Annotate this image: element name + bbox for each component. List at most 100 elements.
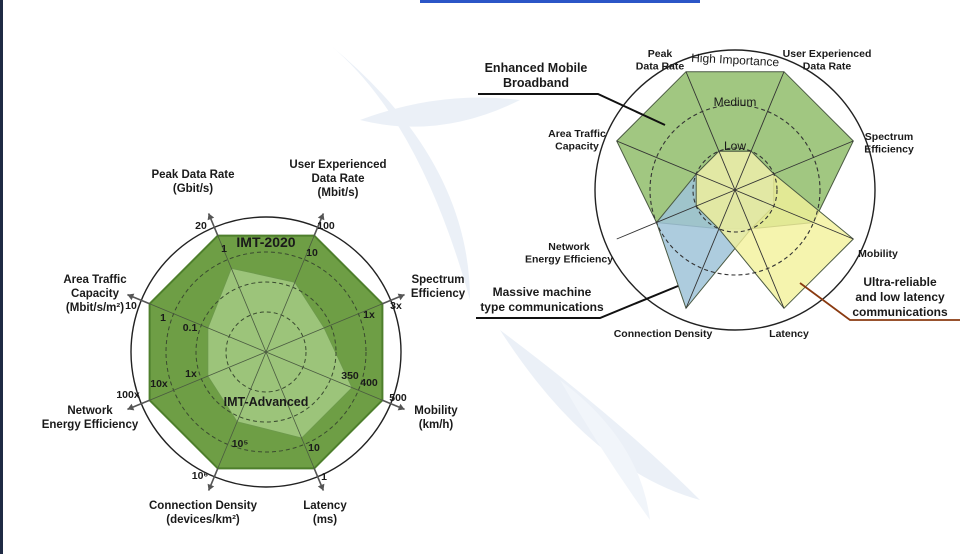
tick-label: 1 (321, 471, 327, 483)
tick-label: 1x (185, 368, 197, 380)
axis-arrow-head (317, 483, 325, 491)
tick-label: 1 (160, 312, 166, 324)
axis-label-mobility: Mobility (414, 405, 458, 417)
axis-label-area: Area Traffic (548, 128, 606, 140)
tick-label: 1x (363, 309, 375, 321)
axis-arrow-head (397, 293, 405, 301)
tick-label: 500 (389, 392, 407, 404)
spoke-line (217, 235, 267, 353)
tick-label: 10 (308, 442, 320, 454)
axis-label-density: (devices/km²) (166, 514, 240, 526)
axis-label-spectrum: Spectrum (411, 274, 464, 286)
scenario-label-urllc: communications (852, 305, 948, 319)
tick-label: 10⁶ (192, 470, 209, 482)
axis-label-peak: Peak (648, 48, 673, 60)
tick-label: 350 (341, 370, 359, 382)
axis-label-area: (Mbit/s/m²) (66, 302, 124, 314)
axis-label-energy: Energy Efficiency (42, 419, 139, 431)
axis-arrow-head (397, 403, 405, 411)
outer-circle (594, 49, 876, 331)
spoke-line (265, 351, 315, 469)
axis-label-user: User Experienced (289, 159, 386, 171)
spoke-line (265, 235, 315, 353)
leader-line-embb (478, 93, 666, 126)
axis-label-peak: (Gbit/s) (173, 183, 213, 195)
tick-label: 10x (150, 378, 168, 390)
axis-label-spectrum: Spectrum (865, 131, 913, 143)
spoke-line (734, 189, 785, 309)
axis-arrow-head (207, 213, 215, 221)
spoke-line (685, 71, 736, 191)
importance-ring (649, 104, 821, 276)
scenario-label-embb: Enhanced Mobile (485, 61, 588, 75)
imt2020-label: IMT-2020 (236, 234, 295, 250)
top-accent-bar (420, 0, 700, 3)
scenario-label-mmtc: type communications (480, 300, 604, 314)
axis-label-area: Capacity (71, 288, 120, 300)
spoke-line (149, 351, 267, 401)
axis-arrow-head (127, 403, 135, 411)
axis-label-spectrum: Efficiency (411, 288, 466, 300)
leader-line-mmtc (476, 285, 679, 319)
left-edge-bar (0, 0, 3, 554)
ring-label-low: Low (724, 139, 746, 153)
tick-label: 1 (221, 243, 227, 255)
dashed-ring (165, 251, 367, 453)
tick-label: 20 (195, 220, 207, 232)
ring-label-high: High Importance (691, 51, 780, 70)
axis-label-user: Data Rate (803, 61, 852, 73)
watermark-swoosh (330, 45, 700, 520)
spoke-line (616, 189, 736, 240)
axis-label-peak: Data Rate (636, 61, 685, 73)
ring-label-medium: Medium (714, 95, 757, 109)
imt-advanced-label: IMT-Advanced (224, 395, 309, 409)
outer-circle (130, 216, 402, 488)
scenario-label-urllc: and low latency (855, 290, 945, 304)
axis-label-energy: Network (548, 241, 590, 253)
axis-label-peak: Peak Data Rate (151, 169, 234, 181)
scenario-label-mmtc: Massive machine (493, 285, 592, 299)
scenario-label-embb: Broadband (503, 76, 569, 90)
tick-label: 3x (390, 300, 402, 312)
spoke-line (616, 140, 736, 191)
axis-label-user: User Experienced (783, 48, 872, 60)
tick-label: 0.1 (183, 322, 198, 334)
axis-label-energy: Energy Efficiency (525, 254, 613, 266)
axis-arrow-head (127, 293, 135, 301)
spoke-line (265, 303, 383, 353)
axis-label-density: Connection Density (614, 328, 713, 340)
tick-label: 10⁵ (232, 438, 249, 450)
axis-arrow-head (317, 213, 325, 221)
tick-label: 400 (360, 377, 378, 389)
axis-label-area: Capacity (555, 141, 599, 153)
axis-label-latency: Latency (769, 328, 809, 340)
axis-label-user: (Mbit/s) (318, 187, 359, 199)
spoke-line (685, 189, 736, 309)
spoke-line (734, 189, 854, 240)
axis-label-mobility: Mobility (858, 248, 898, 260)
axis-label-spectrum: Efficiency (864, 144, 914, 156)
axis-arrow-head (207, 483, 215, 491)
tick-label: 100x (116, 389, 140, 401)
axis-label-mobility: (km/h) (419, 419, 454, 431)
leader-line-urllc (799, 282, 960, 321)
axis-label-user: Data Rate (311, 173, 364, 185)
tick-label: 10 (306, 247, 318, 259)
spoke-line (217, 351, 267, 469)
axis-label-density: Connection Density (149, 500, 258, 512)
spoke-line (734, 71, 785, 191)
importance-ring (692, 147, 778, 233)
axis-label-latency: (ms) (313, 514, 337, 526)
spoke-line (149, 303, 267, 353)
scenario-label-urllc: Ultra-reliable (863, 275, 937, 289)
axis-label-energy: Network (67, 405, 113, 417)
dashed-ring (195, 281, 337, 423)
spoke-line (265, 351, 383, 401)
tick-label: 10 (125, 300, 137, 312)
tick-label: 100 (317, 220, 335, 232)
spoke-line (734, 140, 854, 191)
axis-label-area: Area Traffic (63, 274, 127, 286)
